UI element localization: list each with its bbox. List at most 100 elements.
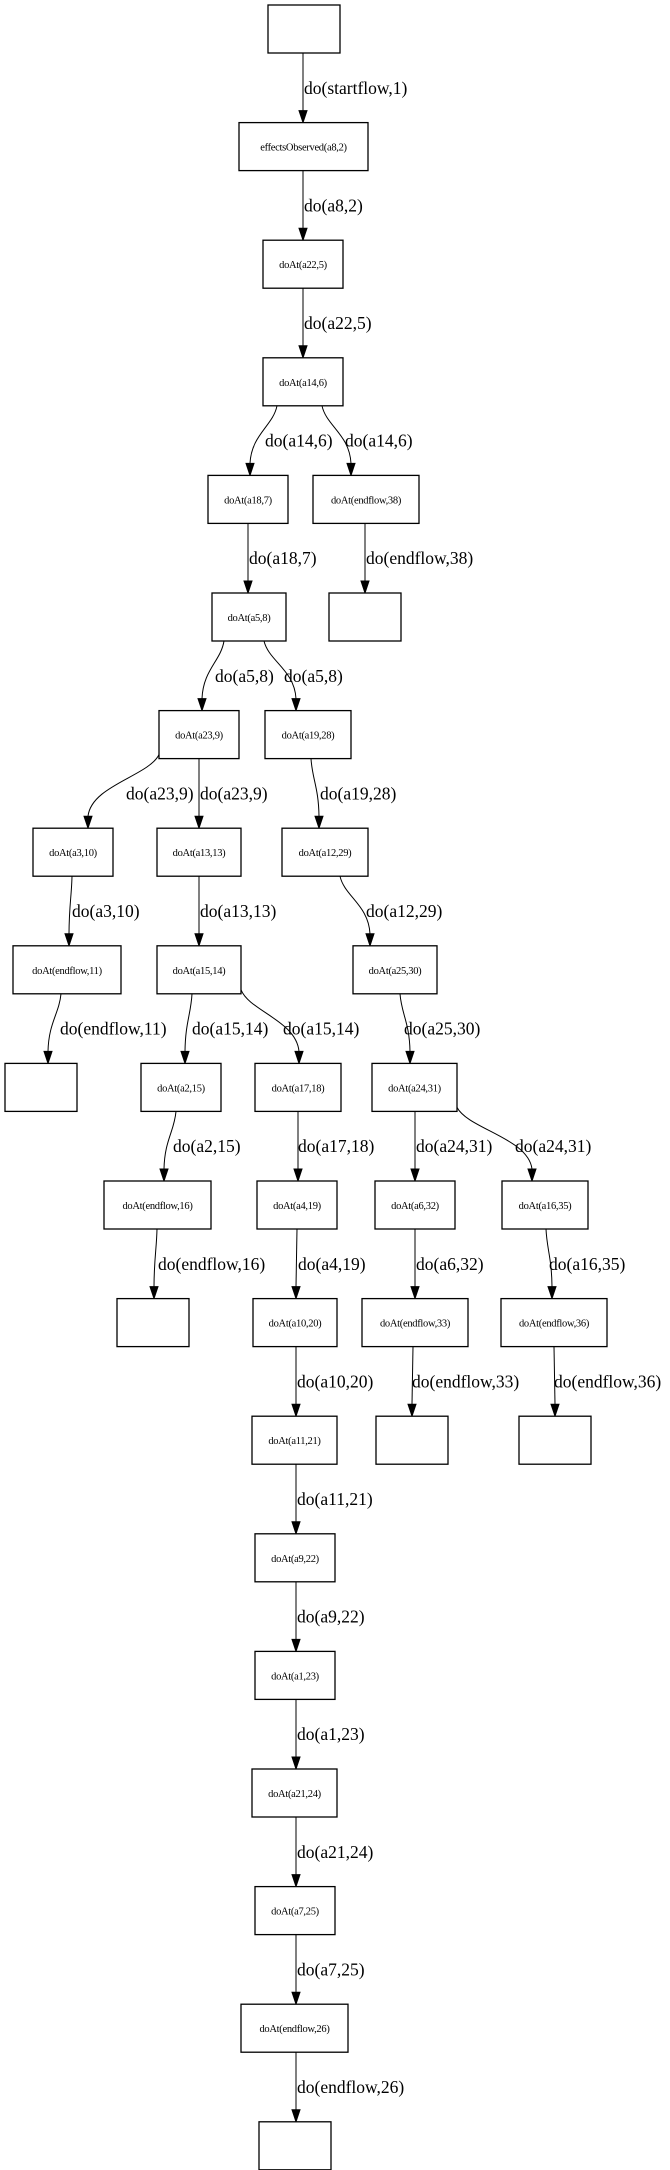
arrowhead-icon bbox=[64, 933, 74, 948]
edge-label: do(a10,20) bbox=[297, 1371, 373, 1391]
edge-label: do(a14,6) bbox=[345, 431, 413, 451]
node-box bbox=[375, 1415, 449, 1465]
node-box bbox=[501, 1180, 589, 1230]
state-node: doAt(a9,22) bbox=[254, 1533, 336, 1583]
edge-line bbox=[240, 989, 300, 1052]
edge-label: do(endflow,38) bbox=[366, 548, 473, 568]
edge-label: do(endflow,33) bbox=[412, 1371, 519, 1391]
edge-label: do(endflow,26) bbox=[297, 2077, 404, 2097]
node-box bbox=[103, 1180, 212, 1230]
node-box bbox=[264, 709, 352, 760]
edge-label: do(a3,10) bbox=[72, 901, 140, 921]
node-label: doAt(a21,24) bbox=[268, 1789, 321, 1800]
node-box bbox=[252, 1297, 338, 1348]
edge-label: do(a21,24) bbox=[297, 1842, 373, 1862]
node-label: doAt(endflow,38) bbox=[331, 495, 402, 506]
transition-edge: do(a21,24) bbox=[291, 1817, 373, 1889]
edge-label: do(endflow,16) bbox=[158, 1254, 265, 1274]
transition-edge: do(endflow,33) bbox=[407, 1346, 519, 1418]
transition-edge: do(a16,35) bbox=[545, 1228, 625, 1301]
edge-line bbox=[545, 1228, 553, 1287]
transition-edge: do(a9,22) bbox=[291, 1581, 365, 1653]
edge-label: do(a5,8) bbox=[215, 666, 274, 686]
transition-edge: do(a5,8) bbox=[197, 640, 274, 713]
edge-line bbox=[399, 993, 411, 1052]
node-box bbox=[156, 945, 242, 995]
arrowhead-icon bbox=[197, 698, 207, 713]
state-node: doAt(a12,29) bbox=[281, 827, 369, 877]
transition-edge: do(endflow,11) bbox=[43, 993, 167, 1065]
transition-edge: do(a24,31) bbox=[410, 1111, 492, 1183]
transition-edge: do(a15,14) bbox=[180, 993, 268, 1065]
state-node: doAt(a14,6) bbox=[262, 357, 344, 407]
node-box bbox=[156, 827, 242, 877]
node-box bbox=[32, 827, 114, 877]
node-box bbox=[258, 2121, 332, 2170]
node-box bbox=[207, 474, 289, 525]
edge-label: do(a6,32) bbox=[416, 1254, 484, 1274]
node-box bbox=[281, 827, 369, 877]
state-node: doAt(a4,19) bbox=[256, 1180, 338, 1230]
node-label: doAt(a7,25) bbox=[271, 1907, 320, 1918]
edge-line bbox=[184, 993, 193, 1052]
node-label: doAt(a11,21) bbox=[268, 1436, 321, 1447]
state-node: doAt(a23,9) bbox=[158, 709, 240, 760]
node-label: doAt(a14,6) bbox=[279, 378, 328, 389]
arrowhead-icon bbox=[43, 1050, 53, 1065]
edge-label: do(a24,31) bbox=[515, 1136, 591, 1156]
node-label: doAt(a10,20) bbox=[269, 1319, 322, 1330]
state-node: doAt(a17,18) bbox=[254, 1062, 342, 1113]
edge-line bbox=[249, 405, 278, 464]
transition-edge: do(a23,9) bbox=[83, 754, 194, 830]
arrowhead-icon bbox=[194, 933, 204, 948]
terminal-node bbox=[375, 1415, 449, 1465]
edge-label: do(endflow,11) bbox=[60, 1019, 167, 1039]
edges-layer: do(startflow,1)do(a8,2)do(a22,5)do(a14,6… bbox=[43, 53, 661, 2124]
edge-line bbox=[263, 640, 297, 699]
edge-line bbox=[87, 754, 160, 817]
edge-label: do(a16,35) bbox=[549, 1254, 625, 1274]
node-box bbox=[352, 945, 438, 995]
edge-line bbox=[68, 876, 73, 934]
state-node: doAt(a2,15) bbox=[140, 1062, 222, 1113]
node-box bbox=[251, 1768, 338, 1818]
node-box bbox=[4, 1062, 78, 1113]
edge-label: do(a5,8) bbox=[284, 666, 343, 686]
state-node: doAt(a7,25) bbox=[254, 1885, 336, 1936]
node-box bbox=[158, 709, 240, 760]
transition-edge: do(a22,5) bbox=[298, 288, 372, 360]
node-label: doAt(a15,14) bbox=[173, 966, 226, 977]
state-node: doAt(a6,32) bbox=[374, 1180, 456, 1230]
edge-line bbox=[47, 993, 62, 1052]
state-node: doAt(a5,8) bbox=[211, 592, 287, 642]
node-box bbox=[371, 1062, 458, 1113]
edge-label: do(a11,21) bbox=[297, 1489, 373, 1509]
arrowhead-icon bbox=[360, 580, 370, 595]
edge-line bbox=[411, 1346, 414, 1405]
transition-edge: do(a12,29) bbox=[339, 876, 442, 948]
arrowhead-icon bbox=[407, 1403, 417, 1418]
node-label: doAt(a18,7) bbox=[224, 495, 273, 506]
node-label: doAt(a25,30) bbox=[369, 966, 422, 977]
arrowhead-icon bbox=[291, 1874, 301, 1889]
edge-line bbox=[163, 1111, 177, 1170]
transition-edge: do(a25,30) bbox=[399, 993, 480, 1065]
terminal-node bbox=[328, 592, 402, 642]
arrowhead-icon bbox=[410, 1286, 420, 1301]
arrowhead-icon bbox=[314, 815, 324, 830]
node-label: doAt(a16,35) bbox=[519, 1201, 572, 1212]
arrowhead-icon bbox=[83, 815, 93, 830]
state-node: doAt(endflow,16) bbox=[103, 1180, 212, 1230]
edge-label: do(a23,9) bbox=[126, 783, 194, 803]
arrowhead-icon bbox=[346, 462, 356, 477]
transition-edge: do(a8,2) bbox=[298, 170, 363, 242]
state-node: doAt(a24,31) bbox=[371, 1062, 458, 1113]
node-box bbox=[254, 1062, 342, 1113]
edge-line bbox=[201, 640, 225, 699]
arrowhead-icon bbox=[291, 1638, 301, 1653]
node-box bbox=[267, 4, 341, 54]
arrowhead-icon bbox=[291, 1991, 301, 2006]
edge-label: do(a8,2) bbox=[304, 195, 363, 215]
state-node: effectsObserved(a8,2) bbox=[238, 121, 369, 172]
arrowhead-icon bbox=[365, 933, 375, 948]
